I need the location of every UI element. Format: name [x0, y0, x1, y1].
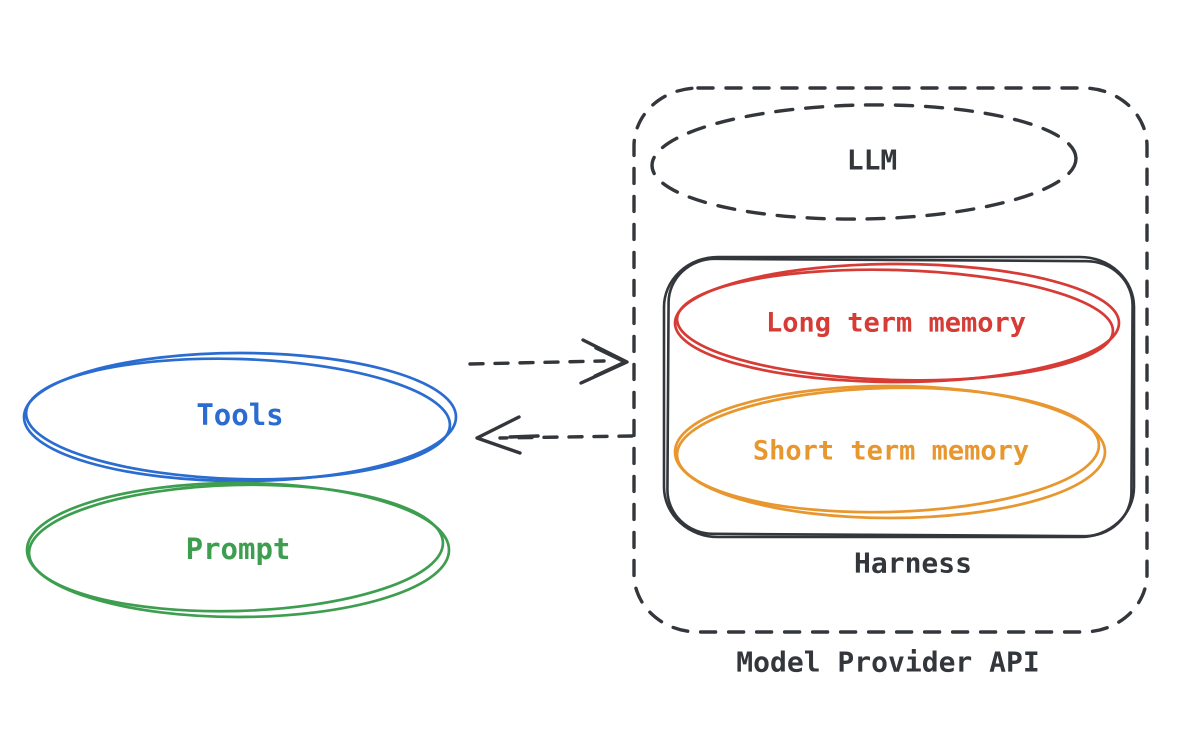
arrow-to-provider	[468, 338, 629, 385]
long-term-memory-label: Long term memory	[765, 307, 1027, 339]
prompt-label: Prompt	[185, 532, 291, 566]
tools-ellipse	[22, 351, 458, 483]
tools-label: Tools	[196, 398, 284, 432]
model-provider-api-label: Model Provider API	[736, 645, 1040, 679]
arrow-left-head-icon	[475, 415, 522, 455]
short-term-memory-ellipse	[673, 384, 1107, 520]
llm-label: LLM	[846, 143, 898, 177]
harness-border	[662, 255, 1136, 539]
short-term-memory-label: Short term memory	[752, 435, 1030, 467]
prompt-ellipse	[25, 481, 451, 619]
llm-ellipse	[650, 103, 1078, 221]
long-term-memory-ellipse	[673, 262, 1121, 384]
arrow-to-tools	[475, 415, 634, 455]
harness-label: Harness	[853, 546, 973, 580]
